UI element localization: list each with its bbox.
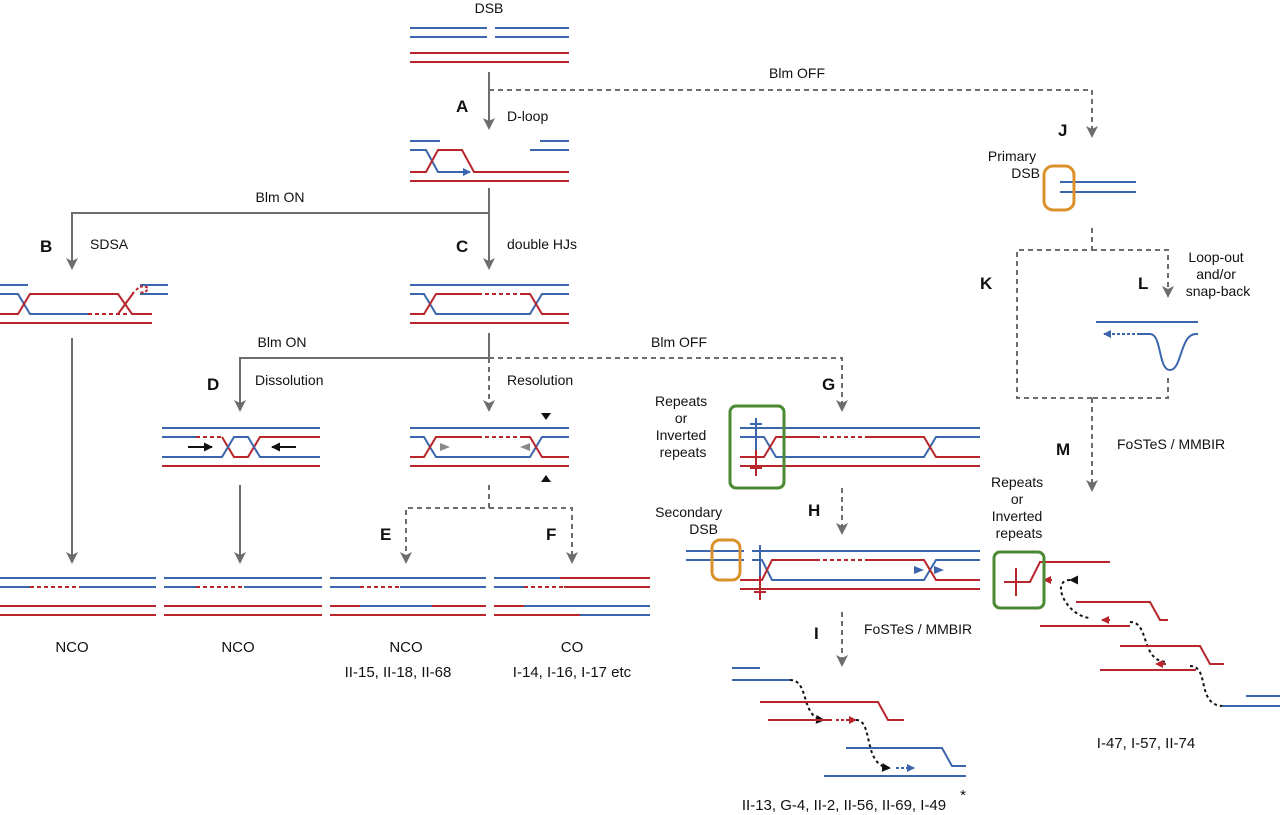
loop-out-line-1: Loop-out: [1188, 249, 1243, 265]
nco-label-3: NCO: [389, 639, 422, 656]
primary-dsb-line-2: DSB: [1011, 165, 1040, 181]
d-loop-label: D-loop: [507, 108, 548, 124]
fostes-staircase-left: [732, 667, 966, 777]
primary-dsb-molecule: [1060, 181, 1136, 193]
secondary-dsb-line-1: Secondary: [655, 504, 722, 520]
resolution-molecule: [410, 413, 569, 482]
secondary-dsb-molecule: [686, 545, 980, 600]
step-h-label: H: [808, 501, 820, 520]
resolution-label: Resolution: [507, 372, 573, 388]
step-d-label: D: [207, 375, 219, 394]
step-j-label: J: [1058, 121, 1067, 140]
nco-label-1: NCO: [55, 639, 88, 656]
secondary-dsb-line-2: DSB: [689, 521, 718, 537]
secondary-dsb-label: Secondary DSB: [655, 504, 726, 537]
repeats-left-label: Repeats or Inverted repeats: [655, 393, 711, 460]
nco-product-2: [164, 577, 322, 616]
repeats-right-line-4: repeats: [996, 525, 1043, 541]
d-loop-molecule: [410, 140, 569, 182]
loop-out-molecule: [1096, 321, 1198, 372]
blm-off-label-top: Blm OFF: [769, 65, 825, 81]
repeats-left-line-2: or: [675, 410, 688, 426]
repeats-right-label: Repeats or Inverted repeats: [991, 474, 1047, 541]
repeats-right-line-1: Repeats: [991, 474, 1043, 490]
step-f-label: F: [546, 525, 556, 544]
primary-dsb-box: [1042, 164, 1076, 212]
step-c-label: C: [456, 237, 468, 256]
repeats-left-line-3: Inverted: [656, 427, 707, 443]
repeats-box-right: [992, 550, 1046, 610]
repeats-hj-molecule: [740, 418, 980, 476]
step-l-label: L: [1138, 274, 1148, 293]
step-b-label: B: [40, 237, 52, 256]
dissolution-label: Dissolution: [255, 372, 323, 388]
dissolution-molecule: [162, 427, 320, 467]
sdsa-molecule: [0, 284, 168, 324]
asterisk-label: *: [960, 787, 966, 804]
co-label: CO: [561, 639, 584, 656]
step-a-label: A: [456, 97, 468, 116]
co-product: [494, 577, 650, 616]
repeats-right-line-3: Inverted: [992, 508, 1043, 524]
blm-on-label-1: Blm ON: [256, 189, 305, 205]
nco-label-2: NCO: [221, 639, 254, 656]
fostes-m-label: FoSTeS / MMBIR: [1117, 436, 1225, 452]
repeats-left-line-4: repeats: [660, 444, 707, 460]
loop-out-label: Loop-out and/or snap-back: [1186, 249, 1252, 299]
fostes-i-label: FoSTeS / MMBIR: [864, 621, 972, 637]
step-e-label: E: [380, 525, 391, 544]
list-e-label: II-15, II-18, II-68: [345, 664, 452, 681]
sdsa-label: SDSA: [90, 236, 129, 252]
repeats-left-line-1: Repeats: [655, 393, 707, 409]
primary-dsb-label: Primary DSB: [988, 148, 1040, 181]
step-i-label: I: [814, 624, 819, 643]
repeats-right-line-2: or: [1011, 491, 1024, 507]
blm-on-label-2: Blm ON: [258, 334, 307, 350]
step-m-label: M: [1056, 440, 1070, 459]
list-i-label: II-13, G-4, II-2, II-56, II-69, I-49: [742, 797, 946, 814]
primary-dsb-line-1: Primary: [988, 148, 1036, 164]
nco-product-3: [330, 577, 486, 616]
dsb-label: DSB: [475, 0, 504, 16]
secondary-dsb-box: [710, 538, 742, 582]
repeats-box-left: [728, 404, 786, 490]
flow-connectors: [66, 72, 1174, 667]
step-k-label: K: [980, 274, 993, 293]
double-hjs-label: double HJs: [507, 236, 577, 252]
blm-off-label-2: Blm OFF: [651, 334, 707, 350]
nco-product-1: [0, 577, 156, 616]
step-g-label: G: [822, 375, 835, 394]
dsb-molecule: [410, 27, 569, 63]
double-hj-molecule: [410, 284, 569, 324]
list-f-label: I-14, I-16, I-17 etc: [513, 664, 632, 681]
list-m-label: I-47, I-57, II-74: [1097, 735, 1195, 752]
fostes-staircase-right: [1004, 561, 1280, 707]
loop-out-line-3: snap-back: [1186, 283, 1252, 299]
loop-out-line-2: and/or: [1196, 266, 1236, 282]
